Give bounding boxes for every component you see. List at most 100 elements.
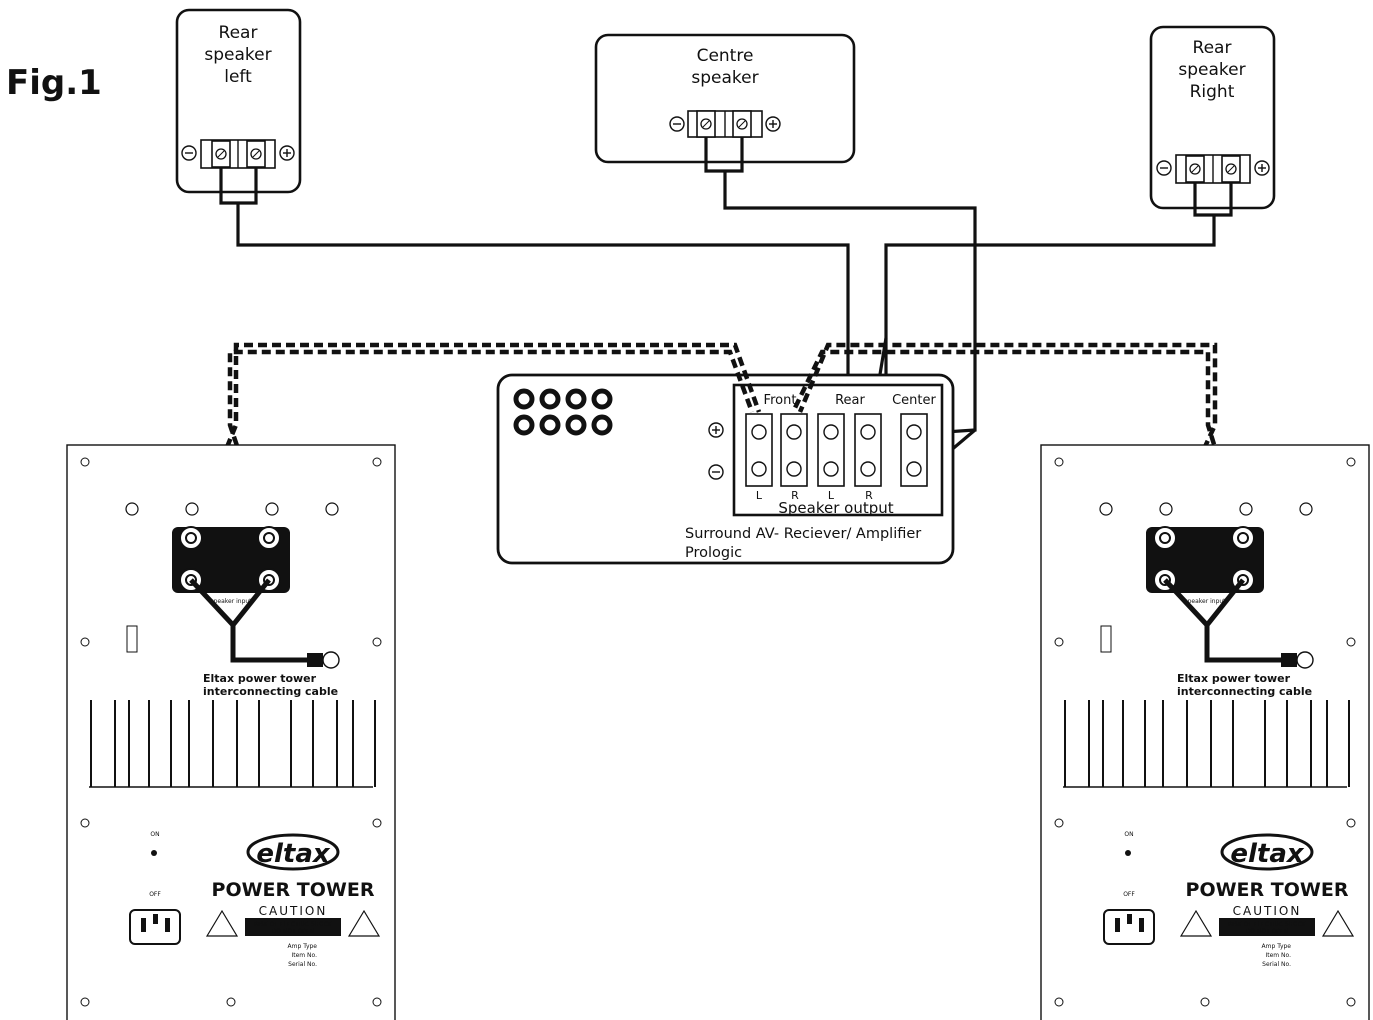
cable-label-1: Eltax power tower [203, 672, 317, 685]
terminal-label-r-front: R [791, 489, 799, 502]
eltax-logo [1220, 833, 1314, 871]
spec-serial-no: Serial No. [288, 961, 317, 968]
spec-item-no: Item No. [291, 952, 317, 959]
fuse-holder [1100, 625, 1112, 653]
rear-left-label-2: speaker [204, 45, 271, 65]
group-label-center: Center [892, 393, 936, 408]
screw-hole [372, 818, 382, 828]
warning-text-1: RISK OF ELECTRIC SHOCK [1228, 921, 1307, 928]
warning-text-1: RISK OF ELECTRIC SHOCK [254, 921, 333, 928]
screw-hole [1346, 818, 1356, 828]
screw-hole [1054, 637, 1064, 647]
rear-left-label-1: Rear [219, 23, 258, 43]
on-label: ON [150, 831, 159, 838]
group-label-front: Front [764, 393, 797, 408]
screw-hole [185, 502, 199, 516]
spec-amp-type: Amp Type [288, 943, 318, 950]
screw-hole [80, 457, 90, 467]
screw-hole [372, 457, 382, 467]
warning-text-2: DO NOT OPEN [1246, 928, 1289, 935]
spec-serial-no: Serial No. [1262, 961, 1291, 968]
power-led [1125, 850, 1131, 856]
y-cable [1163, 578, 1281, 663]
off-label: OFF [1123, 891, 1135, 898]
rear-right-terminal-pos [1221, 155, 1241, 183]
minus-icon [181, 145, 197, 161]
av-receiver: Front Rear Center L R L R Speaker output [496, 373, 955, 565]
on-label: ON [1124, 831, 1133, 838]
rear-speaker-right: Rear speaker Right [1149, 25, 1276, 210]
rear-right-label-3: Right [1190, 82, 1235, 102]
screw-hole [226, 997, 236, 1007]
eltax-logo-text: eltax [1230, 839, 1305, 869]
screw-hole [1099, 502, 1113, 516]
output-terminals [745, 413, 928, 487]
rear-left-label-3: left [224, 67, 252, 87]
caution-label: CAUTION [1233, 904, 1302, 918]
minus-icon [1156, 160, 1172, 176]
speaker-input-label: speaker input [210, 598, 252, 605]
cable-label-2: interconnecting cable [1177, 685, 1312, 698]
group-label-rear: Rear [835, 393, 865, 408]
screw-hole [1159, 502, 1173, 516]
screw-hole [1054, 457, 1064, 467]
screw-hole [1346, 637, 1356, 647]
power-led [151, 850, 157, 856]
receiver-subtitle: Prologic [685, 545, 742, 561]
screw-hole [1346, 457, 1356, 467]
socket-pin [1127, 914, 1132, 924]
plus-icon [765, 116, 781, 132]
socket-pin [1115, 918, 1120, 932]
cable-plug [1281, 653, 1297, 667]
spec-item-no: Item No. [1265, 952, 1291, 959]
screw-hole [80, 637, 90, 647]
socket-pin [141, 918, 146, 932]
warning-text-2: DO NOT OPEN [272, 928, 315, 935]
screw-hole [1054, 818, 1064, 828]
exclamation-warning-icon [1321, 909, 1355, 937]
centre-speaker: Centre speaker [594, 33, 856, 164]
rear-left-terminal-pos [246, 140, 266, 168]
screw-hole [1054, 997, 1064, 1007]
rear-right-terminal-neg [1185, 155, 1205, 183]
cable-socket [322, 651, 340, 669]
warning-band [245, 918, 341, 936]
y-cable [189, 578, 307, 663]
screw-hole [80, 997, 90, 1007]
model-name: POWER TOWER [212, 879, 375, 901]
eltax-logo-text: eltax [256, 839, 331, 869]
speaker-output-label: Speaker output [778, 499, 893, 517]
plus-icon [279, 145, 295, 161]
socket-pin [1139, 918, 1144, 932]
centre-terminal-pos [732, 110, 752, 138]
minus-icon [708, 464, 724, 480]
input-terminal-core [1237, 532, 1249, 544]
screw-hole [1299, 502, 1313, 516]
cable-label-1: Eltax power tower [1177, 672, 1291, 685]
rear-right-label-1: Rear [1193, 38, 1232, 58]
rear-right-label-2: speaker [1178, 60, 1245, 80]
plus-icon [708, 422, 724, 438]
input-terminal-core [1159, 532, 1171, 544]
rear-speaker-left: Rear speaker left [175, 8, 302, 194]
speaker-input-label: speaker input [1184, 598, 1226, 605]
screw-hole [372, 997, 382, 1007]
fuse-holder [126, 625, 138, 653]
off-label: OFF [149, 891, 161, 898]
terminal-label-r-rear: R [865, 489, 873, 502]
rca-jacks [513, 388, 613, 436]
figure-label: Fig.1 [6, 63, 102, 103]
eltax-logo [246, 833, 340, 871]
spec-amp-type: Amp Type [1262, 943, 1292, 950]
input-terminal-core [185, 532, 197, 544]
socket-pin [165, 918, 170, 932]
cable-plug [307, 653, 323, 667]
terminal-label-l-rear: L [828, 489, 835, 502]
screw-hole [1239, 502, 1253, 516]
screw-hole [265, 502, 279, 516]
screw-hole [80, 818, 90, 828]
input-terminal-core [263, 532, 275, 544]
model-name: POWER TOWER [1186, 879, 1349, 901]
